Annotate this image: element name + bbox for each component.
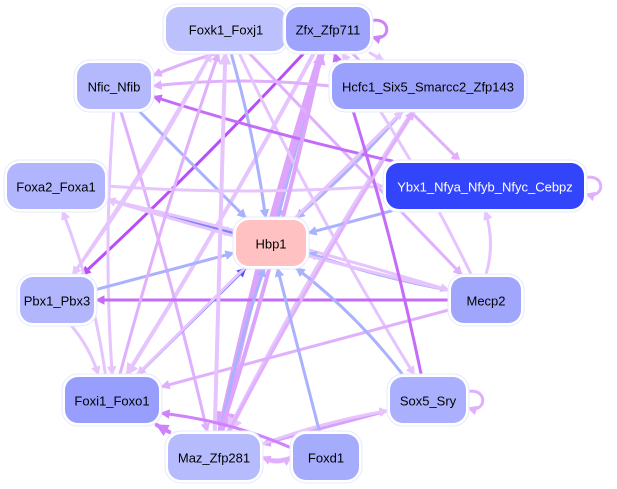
node-hcfc1[interactable]: Hcfc1_Six5_Smarcc2_Zfp143 [328,59,528,113]
node-box[interactable] [390,377,466,423]
node-label: Zfx_Zfp711 [296,23,361,38]
edge-nfic-to-foxi1 [106,109,117,377]
node-box[interactable] [168,434,260,480]
node-label: Sox5_Sry [400,394,457,409]
edge-pbx1-to-foxi1 [69,323,101,377]
edge-foxk1-to-mecp2 [247,51,464,277]
edge-maz-to-foxi1 [154,423,172,437]
node-label: Foxd1 [308,451,344,466]
node-label: Nfic_Nfib [88,80,141,95]
node-maz[interactable]: Maz_Zfp281 [164,430,264,484]
node-box[interactable] [332,63,524,109]
edge-maz-to-hcfc1 [226,109,416,434]
node-nfic[interactable]: Nfic_Nfib [73,59,155,113]
edge-maz-to-sox5 [260,407,390,446]
edge-foxd1-to-maz [260,455,293,465]
edge-foxd1-to-hbp1 [274,266,322,434]
node-zfx[interactable]: Zfx_Zfp711 [282,3,374,55]
node-box[interactable] [65,377,159,423]
edge-foxd1-to-foxi1 [159,409,293,450]
node-box[interactable] [236,220,306,266]
node-label: Ybx1_Nfya_Nfyb_Nfyc_Cebpz [397,180,573,195]
node-label: Maz_Zfp281 [178,451,250,466]
node-box[interactable] [451,277,521,323]
edge-foxk1-to-sox5 [237,51,416,377]
edge-maz-to-foxk1 [212,51,232,434]
node-box[interactable] [77,63,151,109]
node-foxi1[interactable]: Foxi1_Foxo1 [61,373,163,427]
node-pbx1[interactable]: Pbx1_Pbx3 [16,273,98,327]
node-foxa2[interactable]: Foxa2_Foxa1 [3,159,109,213]
node-label: Hcfc1_Six5_Smarcc2_Zfp143 [342,80,514,95]
node-sox5[interactable]: Sox5_Sry [386,373,470,427]
node-box[interactable] [293,434,359,480]
edge-sox5-to-hbp1 [294,266,405,377]
edge-maz-to-hbp1 [219,266,267,434]
node-box[interactable] [286,7,370,51]
edge-foxa2-to-ybx1 [105,181,386,193]
node-foxd1[interactable]: Foxd1 [289,430,363,484]
node-label: Foxa2_Foxa1 [16,180,96,195]
edge-pbx1-to-foxk1 [71,51,213,277]
node-label: Hbp1 [255,237,286,252]
node-foxk1[interactable]: Foxk1_Foxj1 [162,3,290,55]
edges-layer [61,18,603,466]
edge-foxi1-to-foxk1 [118,51,221,377]
edge-ybx1-to-ybx1 [582,175,603,202]
node-box[interactable] [20,277,94,323]
node-mecp2[interactable]: Mecp2 [447,273,525,327]
edge-mecp2-to-ybx1 [483,209,493,277]
node-label: Foxk1_Foxj1 [189,23,263,38]
node-box[interactable] [166,7,286,51]
edge-nfic-to-hbp1 [137,109,248,220]
node-ybx1[interactable]: Ybx1_Nfya_Nfyb_Nfyc_Cebpz [382,159,588,213]
node-box[interactable] [386,163,584,209]
node-hbp1[interactable]: Hbp1 [232,216,310,270]
node-label: Pbx1_Pbx3 [24,294,91,309]
edge-foxk1-to-hbp1 [229,51,270,220]
edge-sox5-to-sox5 [464,389,485,416]
edge-zfx-to-zfx [368,18,389,45]
node-label: Mecp2 [466,294,505,309]
edge-mecp2-to-foxi1 [159,308,451,390]
node-box[interactable] [7,163,105,209]
node-label: Foxi1_Foxo1 [74,394,149,409]
edge-hcfc1-to-nfic [151,79,332,90]
